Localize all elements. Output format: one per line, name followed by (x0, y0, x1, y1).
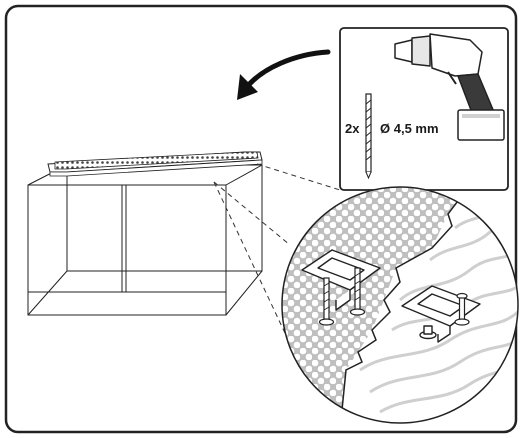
screw-left-2 (349, 267, 366, 316)
quantity-label: 2x (345, 121, 360, 136)
cabinet-frame (27, 164, 263, 316)
power-drill-icon (394, 33, 505, 141)
diameter-label: Ø 4,5 mm (380, 121, 439, 136)
detail-leader-lines (213, 163, 341, 349)
magnified-detail-circle (282, 187, 518, 423)
curved-arrow-icon (237, 49, 331, 100)
cooktop-grill-panel (47, 151, 263, 177)
drill-info-box: 2x Ø 4,5 mm (339, 27, 509, 191)
detail-circle-outline (281, 186, 519, 424)
outer-frame (4, 4, 518, 434)
screw-right (454, 292, 470, 326)
drill-bit-icon (365, 93, 372, 180)
screw-left-1 (318, 277, 335, 326)
